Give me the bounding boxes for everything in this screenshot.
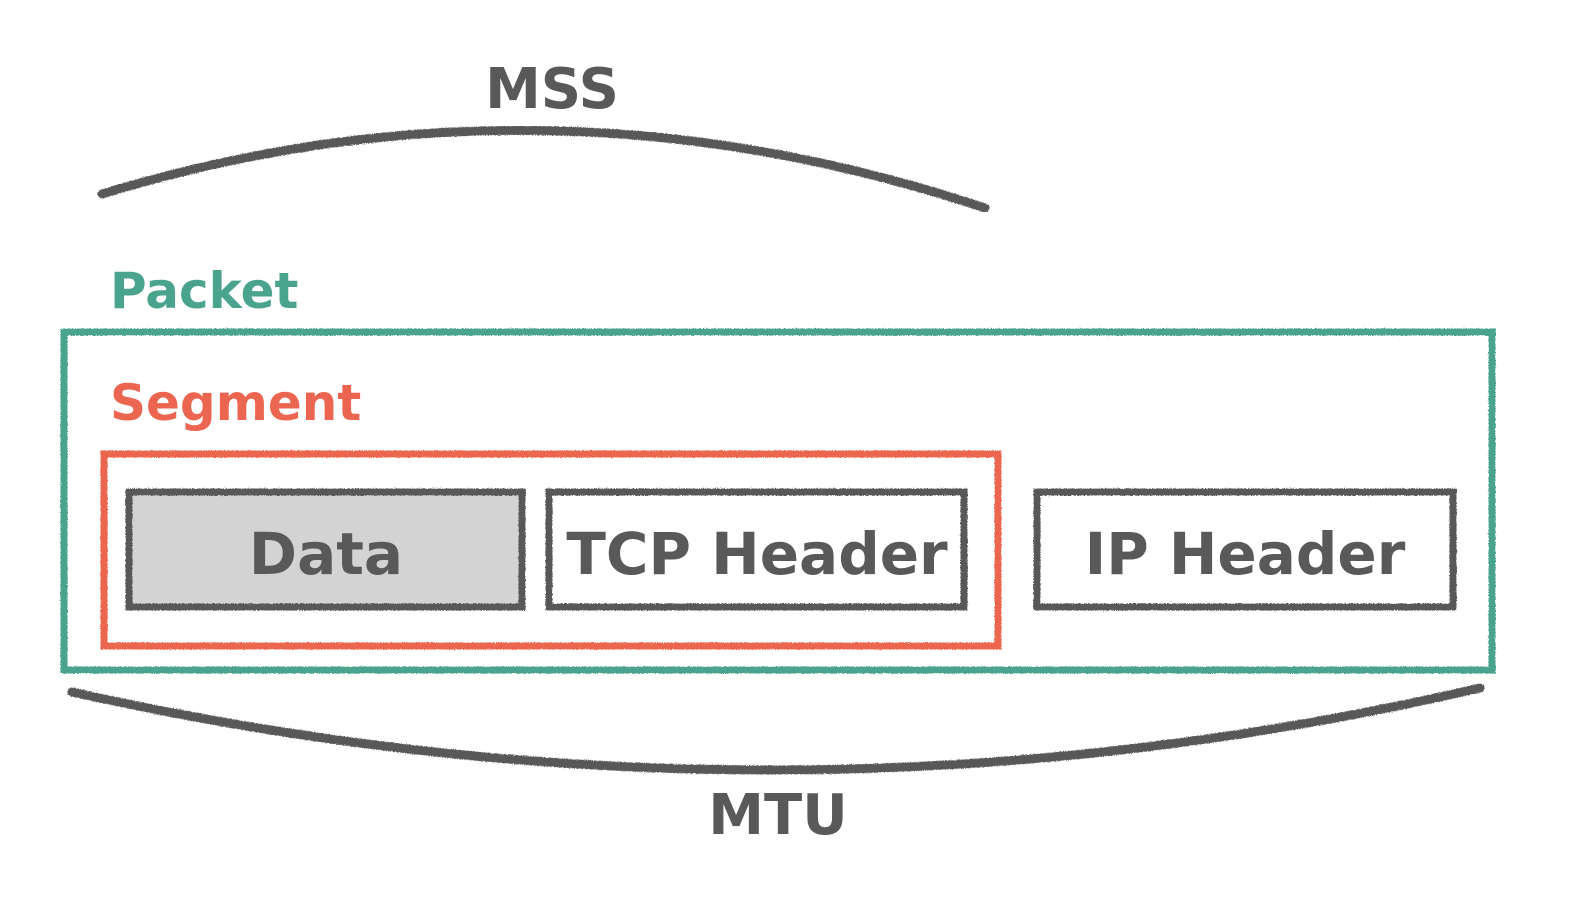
packet-box bbox=[60, 328, 1496, 674]
tcp-header-label: TCP Header bbox=[566, 520, 948, 588]
mss-label: MSS bbox=[485, 57, 619, 122]
packet-label: Packet bbox=[110, 262, 298, 320]
ip-header-box bbox=[1033, 488, 1457, 611]
mss-arc bbox=[97, 125, 990, 213]
segment-label: Segment bbox=[110, 374, 361, 432]
tcp-header-box bbox=[545, 488, 968, 611]
mtu-label: MTU bbox=[708, 783, 847, 848]
ip-header-label: IP Header bbox=[1085, 520, 1406, 588]
segment-box bbox=[100, 450, 1002, 650]
mtu-arc bbox=[67, 683, 1485, 775]
data-box bbox=[125, 488, 526, 611]
data-label: Data bbox=[249, 520, 403, 588]
